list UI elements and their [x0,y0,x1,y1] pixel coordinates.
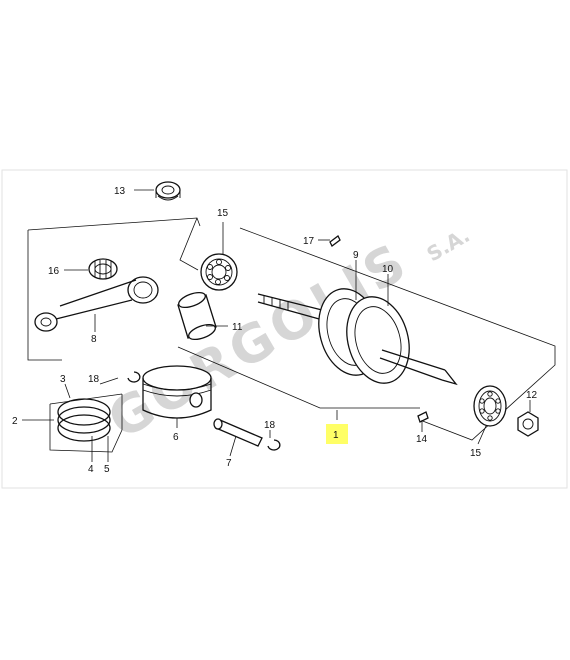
callout-16: 16 [48,266,60,277]
woodruff-key [329,235,341,247]
needle-bearing-small [88,258,118,280]
callout-12: 12 [526,390,538,401]
callout-18-lower: 18 [264,420,276,431]
callout-4: 4 [88,464,94,475]
callout-10: 10 [382,264,394,275]
callout-13: 13 [114,186,126,197]
callout-9: 9 [353,250,359,261]
callout-11: 11 [232,322,243,333]
crank-pin [177,291,217,341]
piston-pin [213,418,263,447]
ball-bearing-upper [200,253,238,291]
callout-5: 5 [104,464,110,475]
diagram-frame [1,169,568,489]
callout-15-lower: 15 [470,448,482,459]
callout-17: 17 [303,236,315,247]
piston [142,365,212,419]
connecting-rod [34,276,159,332]
needle-bearing-top [155,181,181,201]
leader-lines [22,189,531,462]
crankshaft [257,288,458,386]
callout-7: 7 [226,458,232,469]
callout-14: 14 [416,434,428,445]
callout-1: 1 [333,430,339,441]
callout-8: 8 [91,334,97,345]
callout-6: 6 [173,432,179,443]
ball-bearing-lower [473,385,507,427]
watermark: GORGOLIS S.A. [99,223,474,451]
callout-15-upper: 15 [217,208,229,219]
callout-18-upper: 18 [88,374,100,385]
callouts: 13 15 17 9 10 16 8 11 3 18 2 6 4 5 18 7 … [12,186,538,475]
circlip-lower [267,439,281,451]
callout-3: 3 [60,374,66,385]
piston-rings [57,398,111,442]
key [417,411,429,423]
circlip-upper [127,371,141,383]
callout-2: 2 [12,416,18,427]
assembly-box [27,217,556,441]
watermark-suffix: S.A. [423,223,474,267]
nut [517,411,539,437]
callout-1-highlight [326,424,348,444]
